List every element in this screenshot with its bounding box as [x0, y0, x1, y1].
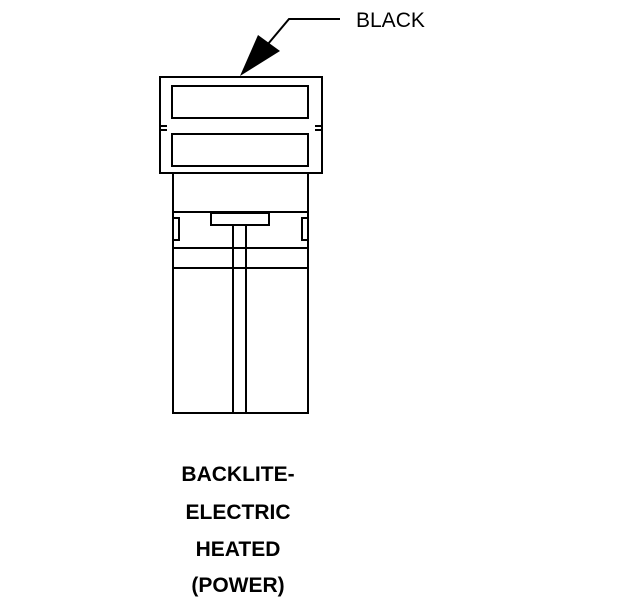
- connector-cavity-bottom: [171, 133, 309, 167]
- connector-caption: BACKLITE- ELECTRIC HEATED (POWER): [181, 463, 294, 597]
- latch-right: [301, 217, 309, 241]
- connector-head-outline: [159, 76, 323, 174]
- latch-left: [172, 217, 180, 241]
- connector-body-outline: [172, 172, 309, 414]
- caption-line-1: BACKLITE-: [181, 463, 294, 486]
- terminal-cap: [210, 212, 270, 226]
- callout-label: BLACK: [356, 9, 425, 32]
- callout-black: BLACK: [240, 9, 425, 76]
- callout-arrowhead: [240, 35, 280, 76]
- connector-head: [159, 76, 323, 174]
- callout-leader-line: [267, 18, 340, 45]
- caption-line-4: (POWER): [191, 574, 284, 597]
- connector-body: [172, 172, 309, 414]
- caption-line-2: ELECTRIC: [186, 501, 291, 524]
- connector-cavity-top: [171, 85, 309, 119]
- caption-line-3: HEATED: [196, 538, 281, 561]
